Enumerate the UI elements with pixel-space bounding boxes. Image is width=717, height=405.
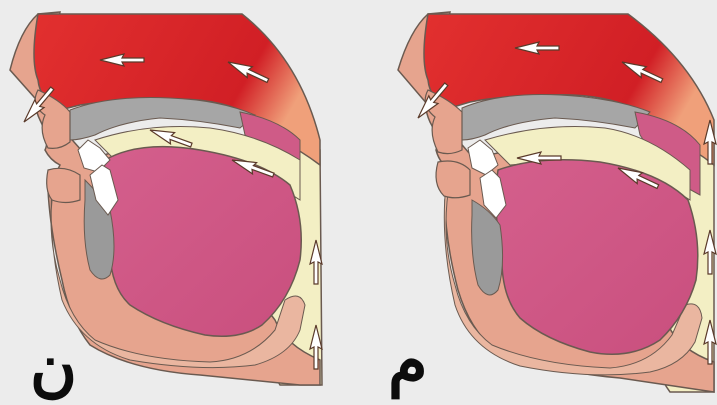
letter-label-right: م (388, 330, 428, 394)
lower-lip (436, 161, 470, 198)
lower-lip (47, 168, 80, 202)
letter-label-left: ن (30, 336, 77, 400)
